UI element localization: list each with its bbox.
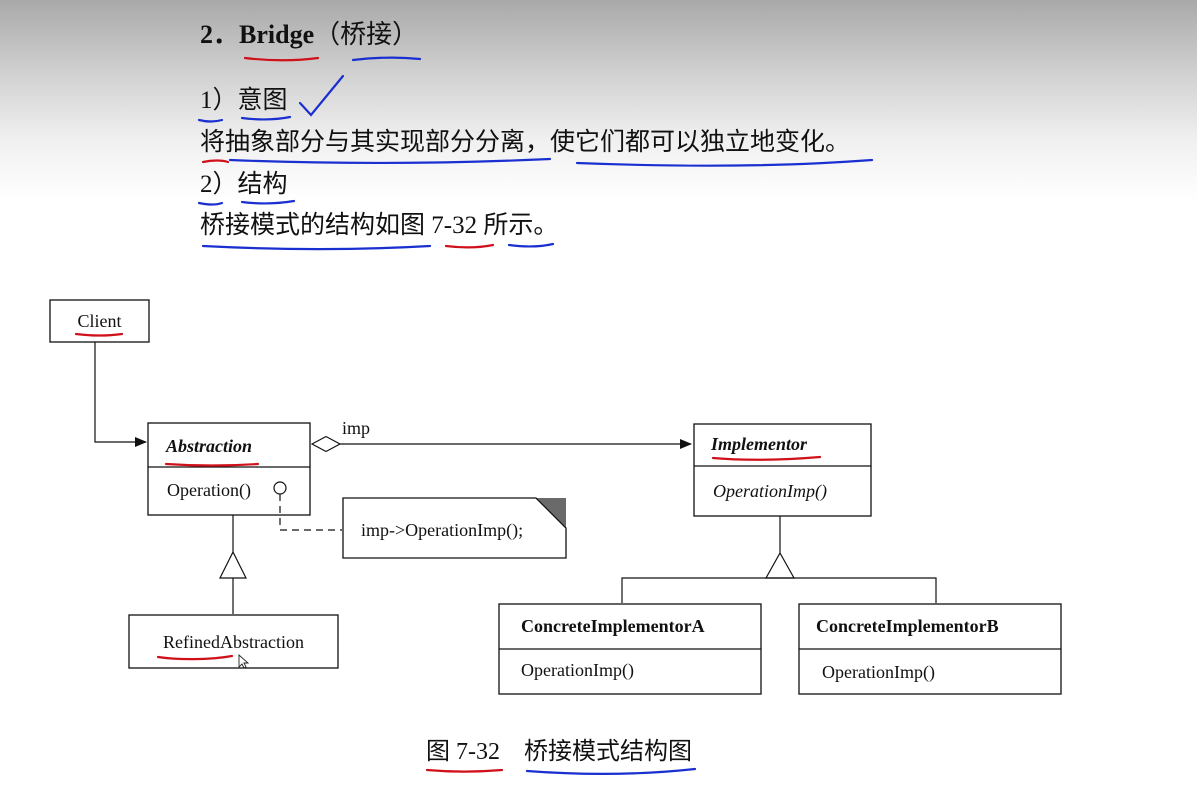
abstraction-operation: Operation()	[167, 480, 251, 501]
figure-caption: 图 7-32 桥接模式结构图	[426, 737, 692, 767]
red-ink-annotations	[74, 56, 822, 773]
association-label: imp	[342, 418, 370, 438]
structure-text: 桥接模式的结构如图 7-32 所示。	[200, 212, 559, 239]
blue-ink-annotations	[197, 56, 874, 775]
implementor-operation: OperationImp()	[713, 481, 827, 502]
intent-heading: 1）意图	[200, 87, 288, 114]
section-number: 2．	[200, 20, 240, 49]
abstraction-name: Abstraction	[165, 436, 252, 456]
structure-heading: 2）结构	[200, 171, 288, 198]
figure-number: 图 7-32	[426, 739, 500, 765]
concrete-b-operation: OperationImp()	[822, 662, 935, 683]
abstraction-class: Abstraction Operation()	[147, 422, 311, 516]
refined-abstraction-class: RefinedAbstraction	[128, 614, 339, 669]
abstraction-inheritance	[219, 515, 247, 614]
refined-abstraction-label: RefinedAbstraction	[163, 632, 304, 652]
implementor-inheritance	[621, 516, 937, 603]
section-title: 2．Bridge（桥接）	[200, 20, 418, 50]
concrete-b-name: ConcreteImplementorB	[816, 616, 999, 636]
concrete-a-operation: OperationImp()	[521, 660, 634, 681]
concrete-implementor-a-class: ConcreteImplementorA OperationImp()	[498, 603, 762, 695]
note-dashed-link	[279, 494, 342, 531]
figure-title: 桥接模式结构图	[524, 739, 692, 765]
client-to-abstraction-arrow	[94, 342, 147, 447]
section-name: Bridge	[239, 20, 315, 49]
concrete-a-name: ConcreteImplementorA	[521, 616, 705, 636]
section-cn-name: （桥接）	[314, 20, 419, 49]
client-label: Client	[78, 311, 122, 331]
note-anchor-circle	[273, 481, 287, 495]
concrete-implementor-b-class: ConcreteImplementorB OperationImp()	[798, 603, 1062, 695]
checkmark-icon	[298, 74, 345, 117]
mouse-cursor-icon	[238, 653, 250, 669]
implementor-class: Implementor OperationImp()	[693, 423, 872, 517]
intent-text: 将抽象部分与其实现部分分离，使它们都可以独立地变化。	[200, 129, 851, 156]
code-note: imp->OperationImp();	[342, 497, 567, 559]
implementor-name: Implementor	[710, 434, 808, 454]
note-text: imp->OperationImp();	[361, 520, 523, 541]
imp-aggregation: imp	[310, 418, 692, 453]
